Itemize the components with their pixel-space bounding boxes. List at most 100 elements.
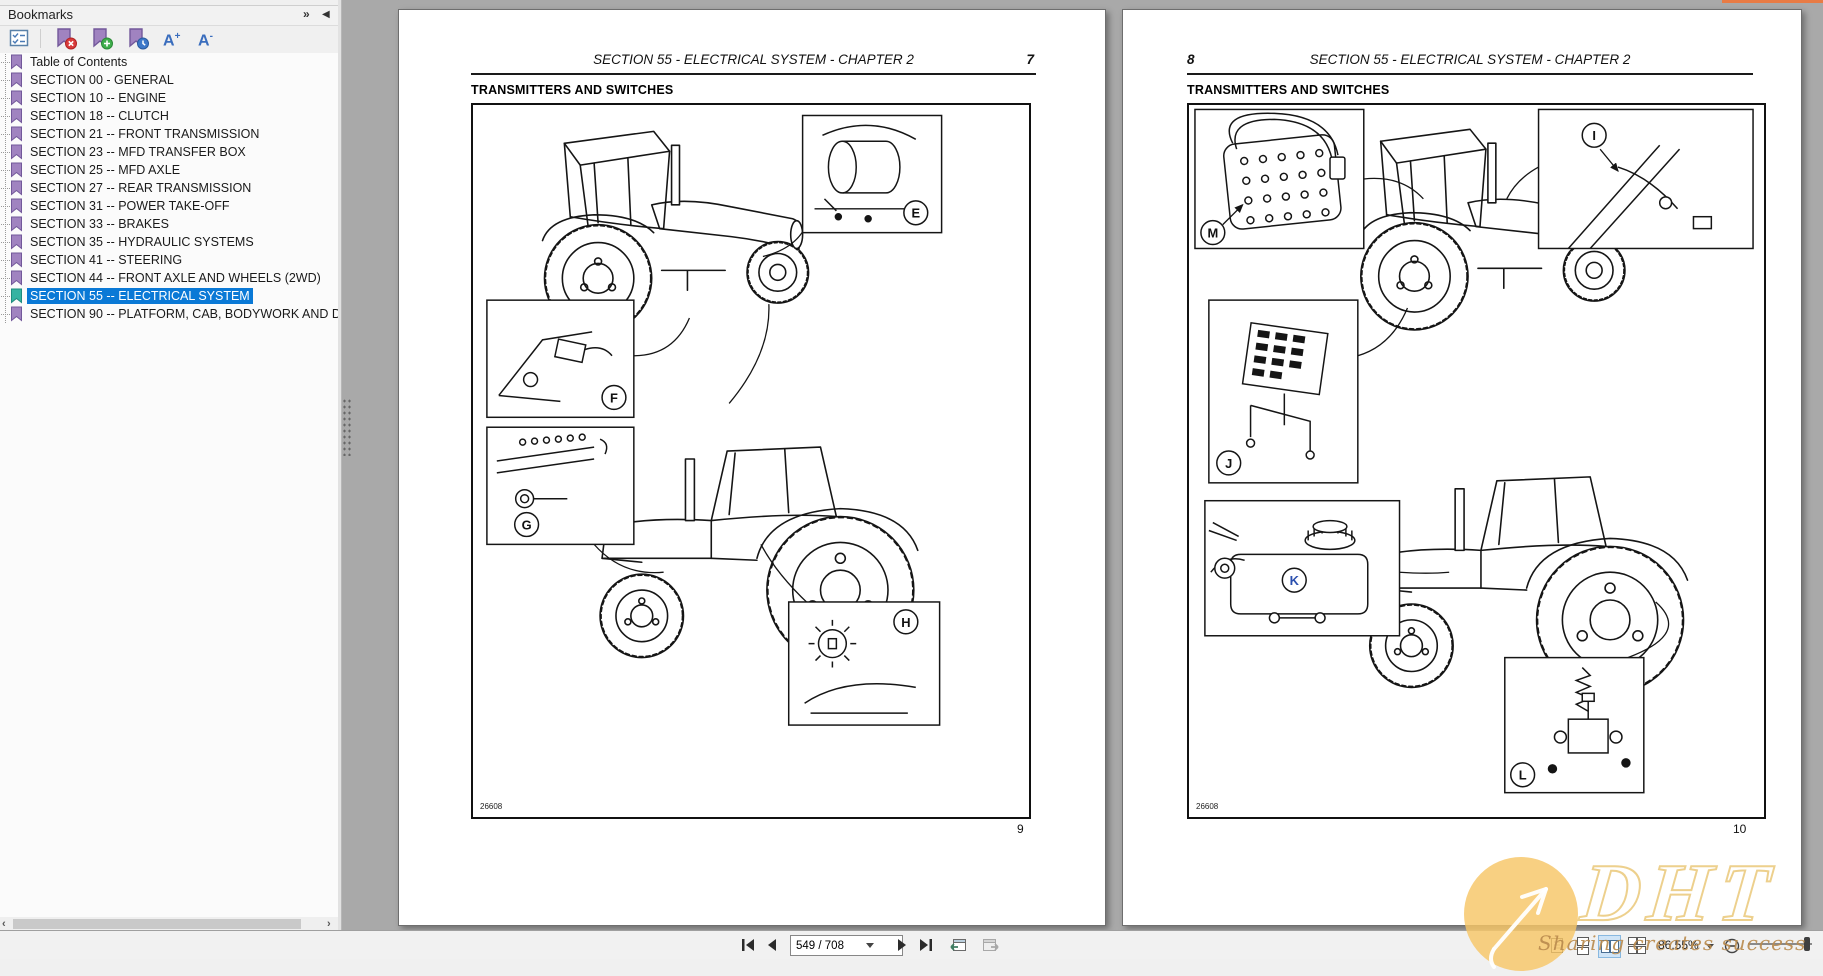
add-bookmark-button[interactable] [90, 27, 114, 56]
bookmark-icon [11, 288, 22, 304]
header-rule [471, 73, 1036, 75]
bookmark-icon [11, 180, 22, 196]
callout-f-label: F [610, 390, 618, 405]
single-page-icon [1550, 938, 1563, 953]
bookmark-item[interactable]: SECTION 35 -- HYDRAULIC SYSTEMS [0, 233, 338, 251]
expand-panels-icon[interactable]: » [303, 7, 310, 21]
last-page-icon [920, 939, 932, 951]
bookmark-icon [11, 162, 22, 178]
callout-e-label: E [911, 206, 920, 221]
scroll-thumb[interactable] [13, 919, 301, 929]
two-page-scroll-icon [1627, 937, 1646, 954]
bookmark-icon [11, 216, 22, 232]
figure-frame: M I J K L 26608 [1187, 103, 1766, 819]
bookmark-item[interactable]: SECTION 27 -- REAR TRANSMISSION [0, 179, 338, 197]
bookmark-item[interactable]: SECTION 90 -- PLATFORM, CAB, BODYWORK AN… [0, 305, 338, 323]
bookmark-item[interactable]: SECTION 18 -- CLUTCH [0, 107, 338, 125]
bookmark-item[interactable]: SECTION 41 -- STEERING [0, 251, 338, 269]
bookmark-icon [11, 90, 22, 106]
page-header: SECTION 55 - ELECTRICAL SYSTEM - CHAPTER… [471, 52, 1036, 70]
two-page-icon [1600, 940, 1619, 953]
last-page-button[interactable] [916, 935, 936, 955]
page-number-top: 8 [1187, 52, 1195, 67]
callout-h-label: H [901, 615, 910, 630]
bookmark-item[interactable]: SECTION 33 -- BRAKES [0, 215, 338, 233]
zoom-slider-handle[interactable] [1804, 937, 1810, 951]
zoom-level[interactable]: 86.55% [1658, 938, 1699, 952]
bookmark-icon [11, 54, 22, 70]
zoom-caret-icon[interactable] [1706, 944, 1714, 949]
bookmark-item[interactable]: SECTION 00 - GENERAL [0, 71, 338, 89]
pdf-page-right: SECTION 55 - ELECTRICAL SYSTEM - CHAPTER… [1122, 9, 1802, 926]
prev-page-icon [768, 939, 776, 951]
zoom-slider[interactable] [1748, 943, 1812, 945]
decrease-font-button[interactable]: A- [198, 31, 213, 50]
panel-resize-grip[interactable] [342, 398, 352, 456]
bookmark-icon [11, 270, 22, 286]
previous-view-icon [949, 939, 966, 951]
section-heading: TRANSMITTERS AND SWITCHES [471, 83, 674, 97]
technical-figure-transmitters-2: M I J K L [1194, 108, 1754, 794]
bookmark-delete-icon [57, 28, 77, 50]
callout-g-label: G [522, 517, 532, 532]
bookmarks-panel: Bookmarks » ◀ [0, 0, 341, 958]
bookmark-add-icon [93, 28, 113, 50]
page-number-input[interactable] [790, 935, 903, 956]
continuous-view-button[interactable] [1572, 935, 1593, 956]
figure-code: 26608 [1196, 802, 1219, 811]
continuous-scroll-icon [1576, 936, 1589, 955]
bookmark-item[interactable]: SECTION 25 -- MFD AXLE [0, 161, 338, 179]
running-head: SECTION 55 - ELECTRICAL SYSTEM - CHAPTER… [1309, 52, 1631, 67]
bookmark-list: Table of Contents SECTION 00 - GENERAL S… [0, 53, 338, 917]
next-view-icon [982, 939, 999, 951]
increase-font-button[interactable]: A+ [163, 31, 181, 50]
delete-bookmark-button[interactable] [54, 27, 78, 56]
header-rule [1187, 73, 1753, 75]
bookmark-locate-icon [129, 28, 149, 50]
next-page-icon [898, 939, 906, 951]
accent-strip [1722, 0, 1823, 3]
callout-j-label: J [1225, 456, 1232, 471]
bookmark-item[interactable]: SECTION 44 -- FRONT AXLE AND WHEELS (2WD… [0, 269, 338, 287]
zoom-out-button[interactable] [1722, 936, 1742, 956]
bookmark-item[interactable]: SECTION 23 -- MFD TRANSFER BOX [0, 143, 338, 161]
first-page-button[interactable] [738, 935, 758, 955]
page-input-caret-icon[interactable] [866, 943, 874, 948]
callout-k-label: K [1290, 573, 1300, 588]
bottom-toolbar: 86.55% [0, 930, 1823, 959]
bookmark-item[interactable]: Table of Contents [0, 53, 338, 71]
figure-frame: E F G H 26608 [471, 103, 1031, 819]
next-page-button[interactable] [892, 935, 912, 955]
two-page-continuous-view-button[interactable] [1626, 935, 1647, 956]
collapse-panel-icon[interactable]: ◀ [322, 9, 330, 20]
callout-i-label: I [1592, 128, 1596, 143]
single-page-view-button[interactable] [1546, 935, 1567, 956]
bookmark-icon [11, 72, 22, 88]
running-head: SECTION 55 - ELECTRICAL SYSTEM - CHAPTER… [593, 52, 914, 67]
bookmark-options-button[interactable] [8, 27, 30, 54]
page-header: SECTION 55 - ELECTRICAL SYSTEM - CHAPTER… [1187, 52, 1753, 70]
bookmark-item[interactable]: SECTION 21 -- FRONT TRANSMISSION [0, 125, 338, 143]
bookmark-icon [11, 252, 22, 268]
options-list-icon [9, 29, 29, 47]
bookmark-item[interactable]: SECTION 10 -- ENGINE [0, 89, 338, 107]
scroll-left-icon[interactable]: ‹ [2, 918, 6, 930]
locate-bookmark-button[interactable] [126, 27, 150, 56]
bookmark-icon [11, 306, 22, 322]
callout-l-label: L [1519, 768, 1527, 783]
page-number-bottom: 9 [1017, 822, 1024, 836]
bookmark-icon [11, 108, 22, 124]
two-page-view-button[interactable] [1598, 935, 1621, 958]
bookmark-item-section-55[interactable]: SECTION 55 -- ELECTRICAL SYSTEM [0, 287, 338, 305]
bookmark-icon [11, 198, 22, 214]
scroll-right-icon[interactable]: › [327, 918, 331, 930]
bookmark-item[interactable]: SECTION 31 -- POWER TAKE-OFF [0, 197, 338, 215]
panel-separator[interactable] [338, 0, 342, 930]
prev-page-button[interactable] [762, 935, 782, 955]
previous-view-button[interactable] [948, 935, 968, 955]
next-view-button[interactable] [980, 935, 1000, 955]
bookmark-icon [11, 234, 22, 250]
callout-m-label: M [1207, 226, 1218, 241]
bookmarks-hscrollbar[interactable]: ‹ › [0, 917, 338, 931]
pdf-page-left: SECTION 55 - ELECTRICAL SYSTEM - CHAPTER… [398, 9, 1106, 926]
